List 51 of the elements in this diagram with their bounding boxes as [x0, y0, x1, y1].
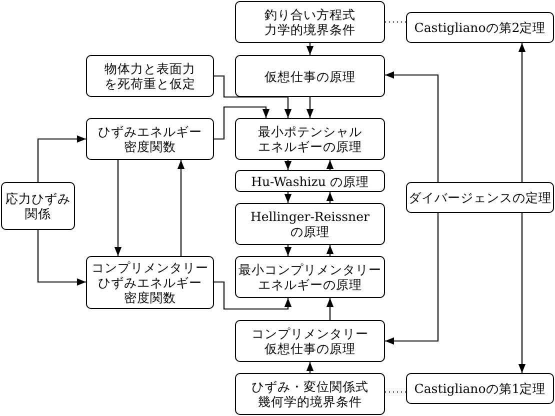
arrow [284, 192, 292, 203]
process-box [235, 118, 385, 160]
box-label: Castiglianoの第2定理 [414, 20, 546, 35]
arrow [37, 230, 86, 286]
process-box [1, 182, 75, 230]
process-box [406, 12, 554, 43]
box-label: 仮想仕事の原理 [264, 68, 356, 84]
arrow [177, 160, 185, 256]
box-label: ひずみ・変位関係式幾何学的境界条件 [252, 379, 368, 409]
box-label: ひずみエネルギー密度関数 [98, 124, 202, 154]
arrow [306, 43, 314, 55]
process-box [406, 373, 554, 404]
arrow [385, 213, 439, 345]
box-label: コンプリメンタリーひずみエネルギー密度関数 [92, 260, 208, 305]
process-box [235, 55, 385, 97]
arrow [114, 160, 122, 256]
process-box [235, 203, 385, 245]
arrow [37, 135, 86, 182]
arrow [284, 245, 292, 256]
arrow [306, 362, 314, 373]
arrow [385, 71, 439, 182]
arrow [326, 192, 334, 203]
box-label: 最小ポテンシャルエネルギーの原理 [258, 124, 362, 154]
arrow [518, 213, 526, 373]
process-box [235, 320, 385, 362]
box-label: Hu-Washizu の原理 [251, 174, 369, 188]
box-label: ダイバージェンスの定理 [408, 190, 552, 205]
arrow [214, 106, 270, 140]
process-box [235, 1, 385, 43]
process-box [406, 182, 554, 213]
arrow [518, 43, 526, 182]
arrow [306, 97, 314, 118]
arrow [326, 245, 334, 256]
process-box [235, 373, 385, 415]
box-label: Castiglianoの第1定理 [414, 381, 546, 396]
arrow [326, 160, 334, 170]
box-label: 物体力と表面力を死荷重と仮定 [104, 61, 196, 91]
box-label: 釣り合い方程式力学的境界条件 [264, 7, 356, 37]
process-box [86, 55, 214, 97]
box-label: Hellinger-Reissner の原理 [250, 209, 370, 239]
process-box [86, 256, 214, 309]
process-box [235, 256, 385, 298]
arrow [214, 281, 292, 310]
box-label: コンプリメンタリー仮想仕事の原理 [252, 326, 368, 356]
process-box [86, 118, 214, 160]
arrow [326, 298, 334, 320]
box-label: 最小コンプリメンタリーエネルギーの原理 [238, 262, 382, 292]
process-box [235, 170, 385, 192]
box-label: 応力ひずみ関係 [6, 191, 70, 221]
arrow [284, 160, 292, 170]
arrow [214, 75, 292, 118]
